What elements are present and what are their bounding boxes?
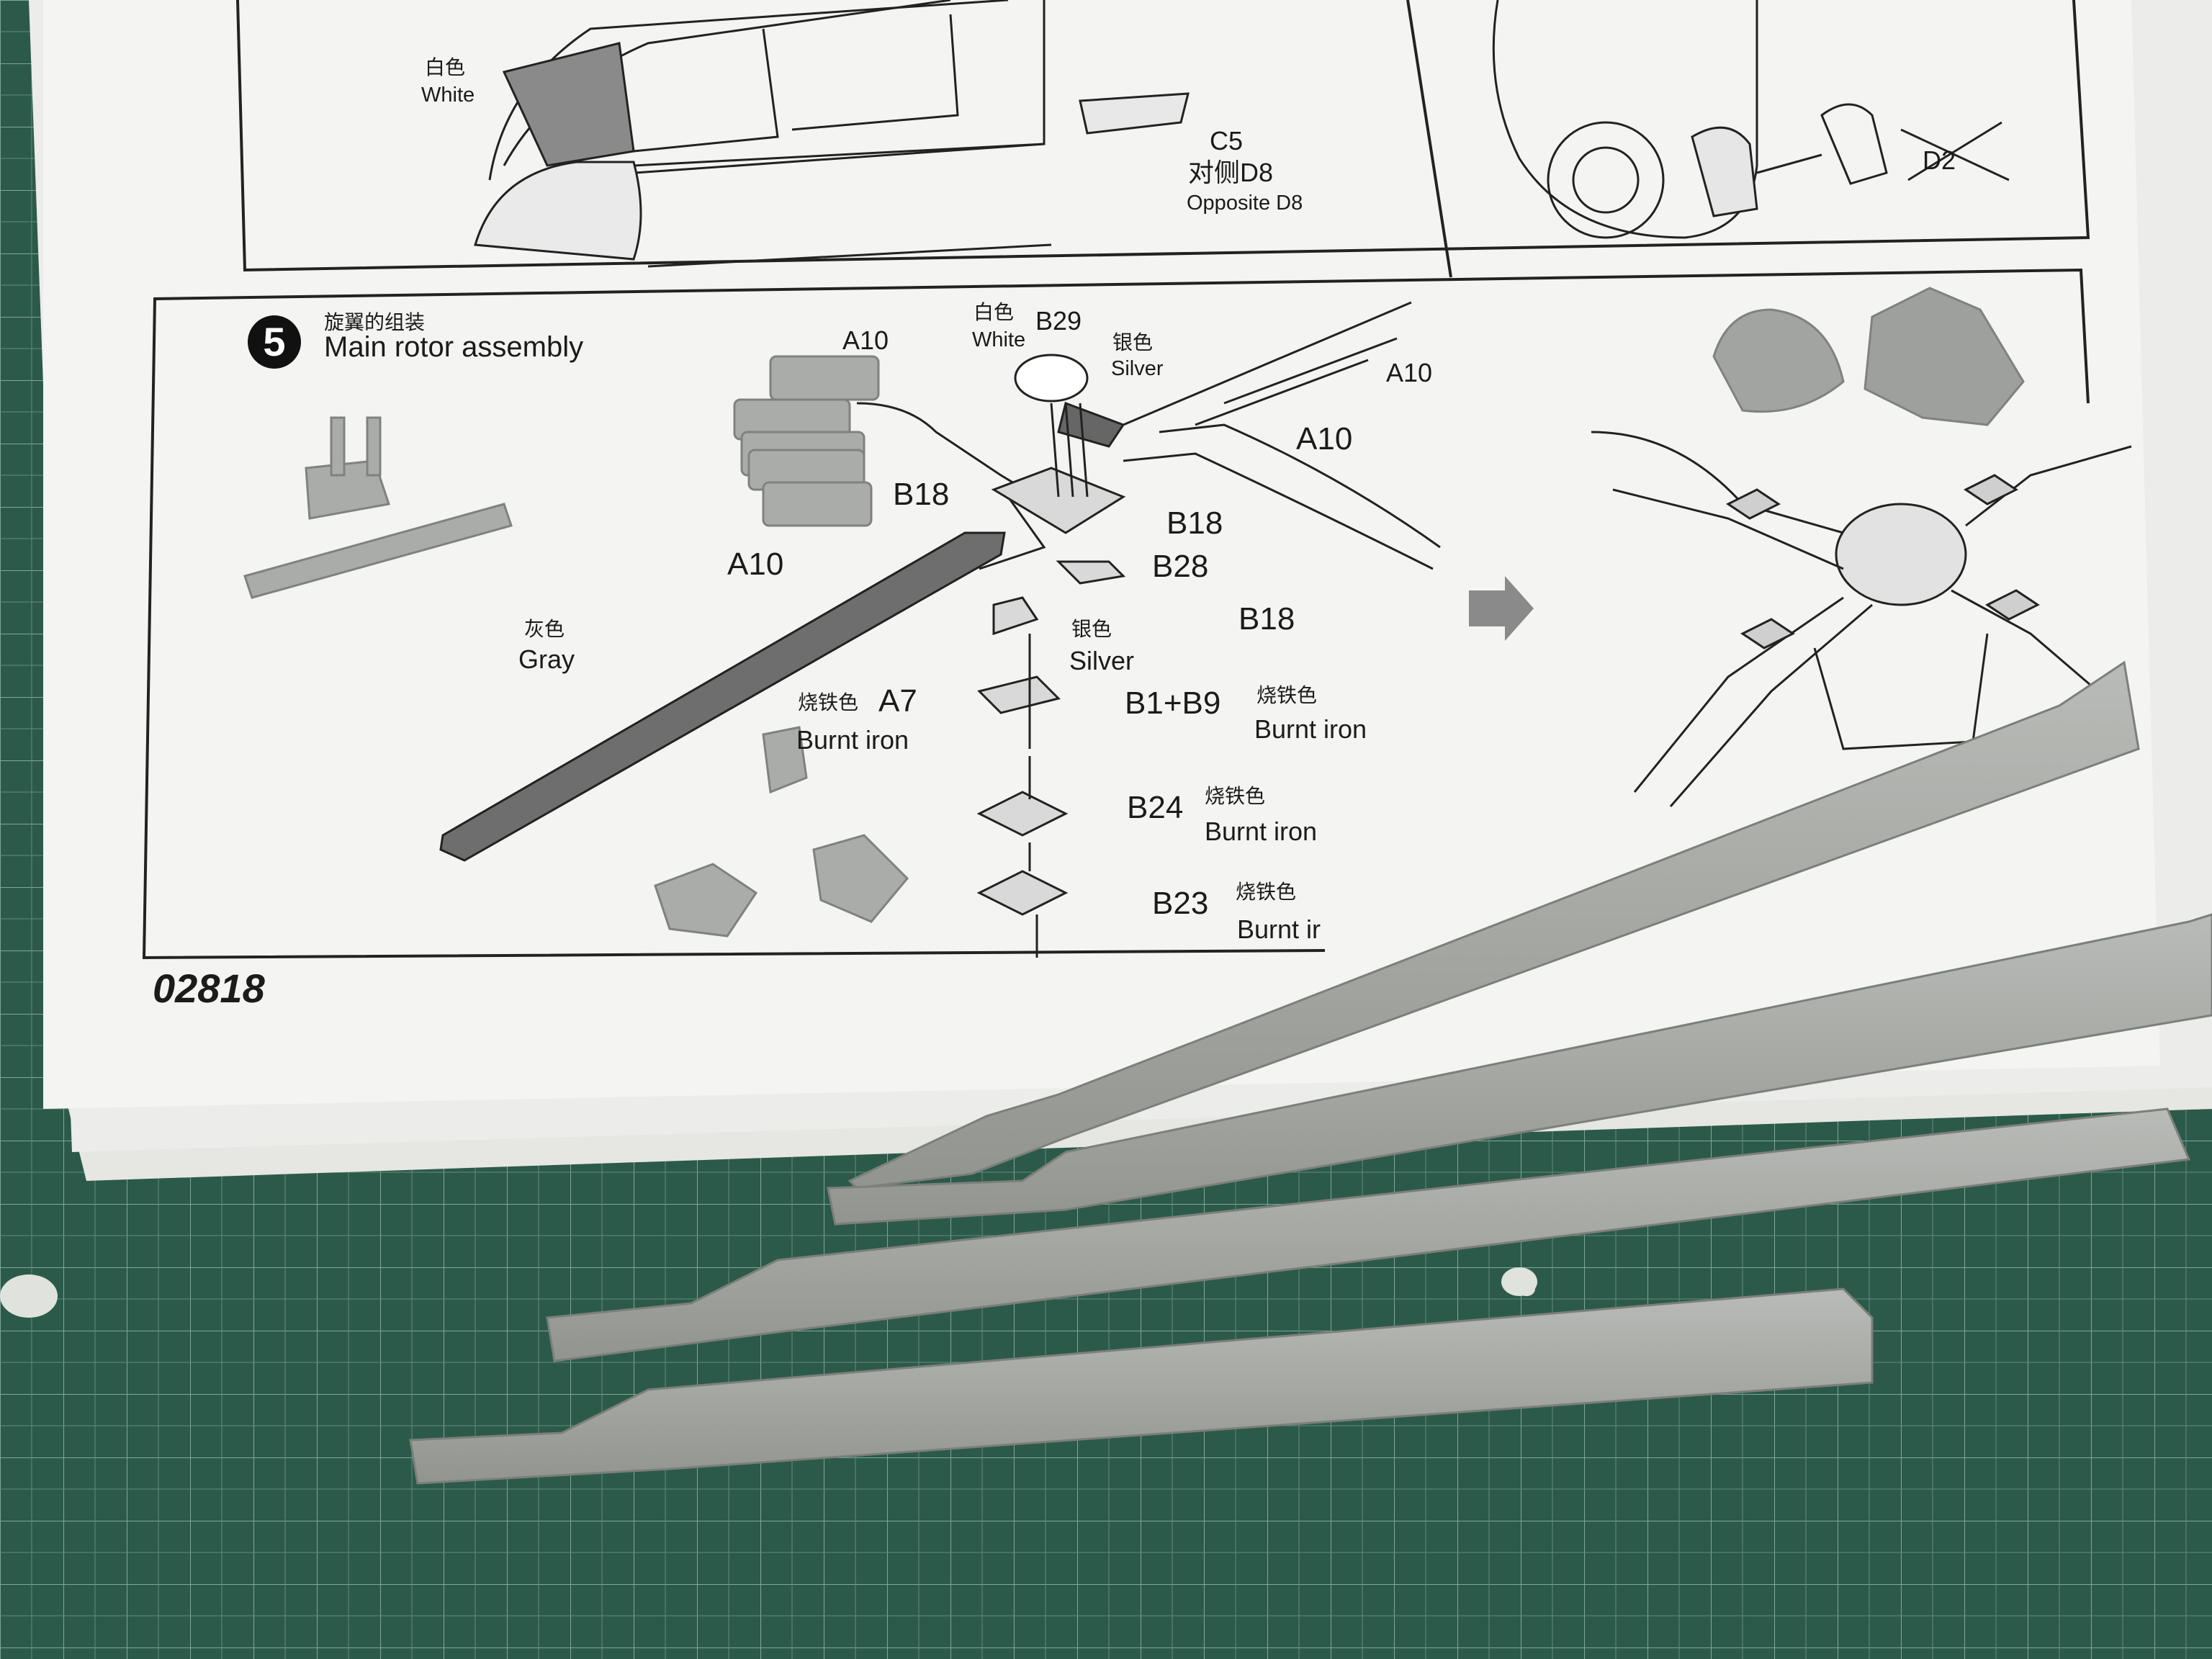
step-panel-frame <box>142 268 2090 960</box>
assembly-arrows <box>1028 403 1089 958</box>
callout-burnt-zh-b1: 烧铁色 <box>1256 684 1318 706</box>
helicopter-nose-drawing <box>474 0 1190 268</box>
callout-burnt-zh-b23: 烧铁色 <box>1236 881 1297 903</box>
rotor-hub-drawing <box>976 354 1126 916</box>
callout-b1b9: B1+B9 <box>1125 685 1221 721</box>
label-c5: C5 <box>1210 126 1244 156</box>
label-opposite-zh: 对侧D8 <box>1188 158 1274 187</box>
step-number-badge: 5 <box>248 315 301 369</box>
callout-b28: B28 <box>1152 549 1209 584</box>
rotor-blade-1 <box>848 660 2140 1190</box>
arrow-icon <box>1469 576 1534 641</box>
tail-drawing <box>1492 0 2010 239</box>
callout-silver-1: Silver <box>1111 357 1164 380</box>
callout-silver-zh-2: 银色 <box>1071 618 1112 640</box>
callout-burnt-a7: Burnt iron <box>796 725 909 755</box>
rotor-blade-2 <box>827 913 2212 1226</box>
callout-burnt-b23: Burnt ir <box>1237 914 1321 944</box>
assembled-hub-drawing <box>1591 431 2132 807</box>
painted-blade-drawing <box>439 531 1006 862</box>
step-title: Main rotor assembly <box>324 331 584 363</box>
callout-a10-2: A10 <box>1386 358 1433 387</box>
callout-burnt-b1: Burnt iron <box>1254 714 1367 744</box>
callout-gray: Gray <box>518 644 575 674</box>
callout-gray-zh: 灰色 <box>524 618 565 640</box>
callout-a10-3: A10 <box>1296 421 1353 457</box>
callout-b29: B29 <box>1035 306 1082 336</box>
kit-code: 02818 <box>153 966 265 1011</box>
step-title-zh: 旋翼的组装 <box>324 311 426 333</box>
label-d2: D2 <box>1923 145 1956 175</box>
paint-spots <box>0 1267 1537 1318</box>
callout-a10-4: A10 <box>727 547 784 582</box>
callout-b23: B23 <box>1152 886 1209 921</box>
loose-plastic-parts <box>243 287 2025 938</box>
callout-silver-zh-1: 银色 <box>1112 331 1154 354</box>
callout-a7: A7 <box>878 683 917 719</box>
rotor-blade-4 <box>409 1287 1874 1485</box>
callout-silver-2: Silver <box>1069 646 1135 675</box>
callout-b18-1: B18 <box>893 477 950 512</box>
callout-a10-1: A10 <box>842 325 889 355</box>
callout-b18-2: B18 <box>1166 505 1223 541</box>
callout-b29-white-zh: 白色 <box>974 301 1015 323</box>
label-opposite: Opposite D8 <box>1187 192 1303 215</box>
rotor-blade-3 <box>546 1107 2191 1362</box>
top-panel-divider <box>1406 0 1452 278</box>
callout-b29-white: White <box>972 328 1026 351</box>
callout-burnt-zh-b24: 烧铁色 <box>1205 785 1266 807</box>
callout-burnt-zh-a7: 烧铁色 <box>798 691 859 714</box>
top-panel-frame <box>236 0 2090 272</box>
callout-burnt-b24: Burnt iron <box>1205 817 1318 846</box>
callout-b18-3: B18 <box>1238 601 1295 637</box>
rotor-blade-outlines <box>856 301 1441 570</box>
label-white-top: White <box>421 84 475 107</box>
cockpit-frame <box>502 42 635 167</box>
callout-b24: B24 <box>1127 790 1184 825</box>
label-white-zh-top: 白色 <box>425 56 466 78</box>
